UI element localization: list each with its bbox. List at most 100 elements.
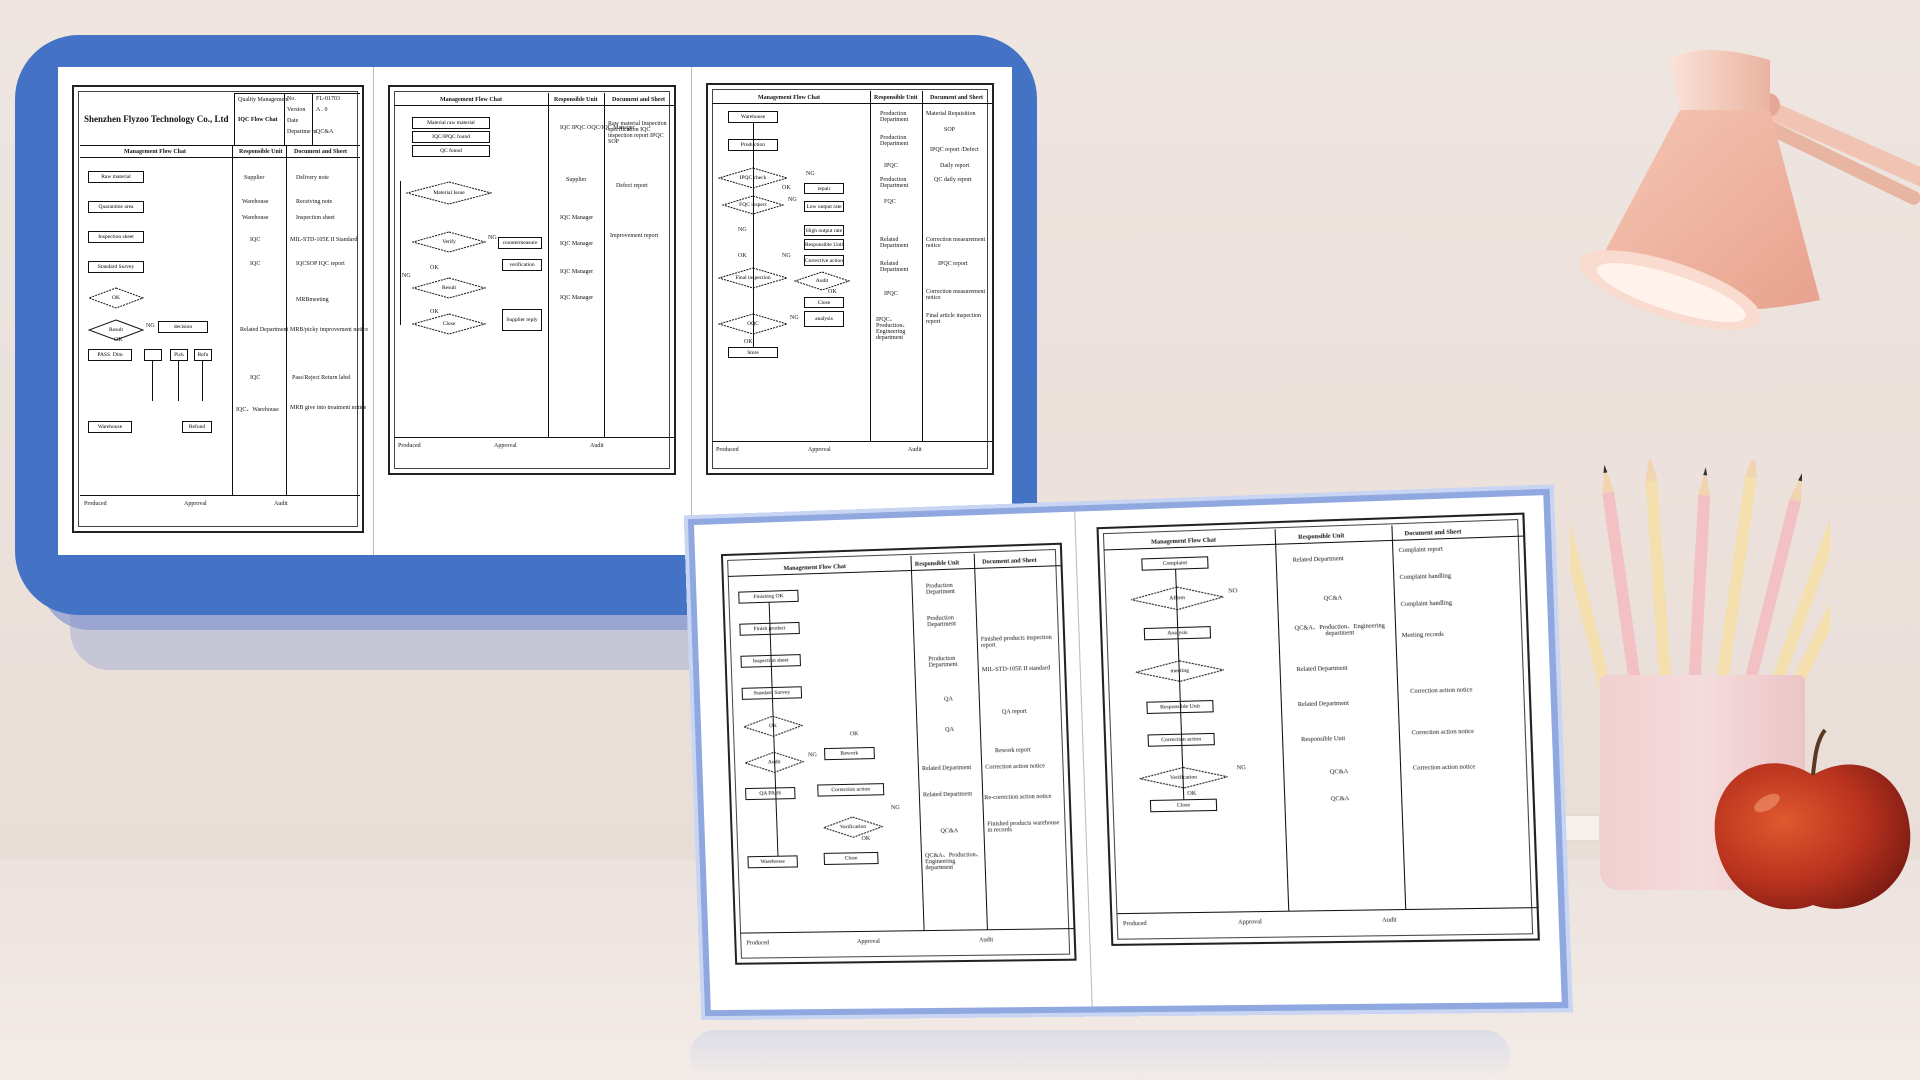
responsible-unit: FQC [884,199,896,205]
responsible-unit: IQC [250,237,261,243]
flow-label: OK [828,289,837,295]
flow-box: Supplier reply [502,309,542,331]
flow-box: Material raw material [412,117,490,129]
frame-reflection [690,1030,1510,1080]
footer-label: Produced [716,447,739,453]
meta-key: Version [287,107,306,113]
flow-label: NG [738,227,747,233]
responsible-unit: Responsible Unit [1301,736,1346,744]
flow-box: Inspection sheet [88,231,144,243]
flow-box: Responsible Unit [804,239,844,250]
flow-box: Close [804,297,844,308]
responsible-unit: Production Department [928,655,958,669]
document-sheet: Rework report [994,747,1031,755]
flow-label: NG [402,273,411,279]
flow-box: analysis [804,311,844,327]
column-header: Responsible Unit [239,149,283,155]
footer-label: Audit [590,443,604,449]
meta-value: A . 0 [316,107,328,113]
flow-box: Refund [182,421,212,433]
responsible-unit: Related Department [921,765,972,773]
flow-box: Warehouse [728,111,778,123]
responsible-unit: Related Department [240,327,289,333]
document-sheet: Receiving note [296,199,333,205]
flow-label: NG [790,315,799,321]
flow-label: OK [114,337,123,343]
flow-label: NG [806,171,815,177]
complaint-flow-document: Management Flow Chat Responsible Unit Do… [1096,512,1540,946]
document-sheet: MIL-STD-105E II Standard [290,237,358,243]
document-sheet: Daily report [940,163,970,169]
responsible-unit: Warehouse [242,199,269,205]
material-issue-document: Management Flow Chat Responsible Unit Do… [388,85,676,475]
meta-value: QC&A [316,129,334,135]
responsible-unit: QC&A、Production、Engineering department [924,852,983,872]
flow-box: repair [804,183,844,194]
desk-lamp-illustration [1579,50,1920,330]
flow-box: High output rate [804,225,844,236]
meta-value: FL-01703 [316,96,340,102]
document-sheet: MRBmeeting [296,297,329,303]
footer-label: Approval [1237,919,1263,926]
flow-decision: Material Issue [406,181,492,205]
document-sheet: Meeting records [1401,631,1444,640]
responsible-unit: Supplier [566,177,587,183]
document-sheet: Finished products warehouse in records [987,820,1060,834]
flow-label: NG [1236,765,1246,772]
flow-box: Pick [170,349,188,361]
footer-label: Produced [84,501,107,507]
column-header: Management Flow Chat [124,149,186,155]
responsible-unit: IQC [250,375,261,381]
footer-label: Produced [398,443,421,449]
flow-box: Close [1149,798,1218,813]
flow-box: Raw material [88,171,144,183]
page-production-flow: Management Flow Chat Responsible Unit Do… [692,67,1012,555]
footer-label: Audit [1381,917,1397,924]
flow-label: NO [1228,588,1238,595]
footer-label: Audit [274,501,288,507]
flow-label: NG [808,752,817,759]
flow-box: Quarantine area [88,201,144,213]
meta-key: Departme nt [287,129,317,135]
footer-label: Produced [746,940,770,947]
flow-label: NG [788,197,797,203]
document-sheet: Inspection sheet [296,215,335,221]
flow-box: Corrective action [804,255,844,266]
responsible-unit: IQC Manager [560,269,594,275]
document-sheet: SOP [944,127,956,133]
document-sheet: Correction measurement notice [926,289,986,301]
footer-label: Audit [979,937,994,944]
document-sheet: Final article inspection report [926,313,981,325]
flow-decision: Result [412,277,486,299]
responsible-unit: QA [945,726,955,734]
flow-decision: Verify [412,231,486,253]
footer-label: Approval [494,443,517,449]
flow-box: countermeasure [498,237,542,249]
flow-decision: Verification [822,815,883,838]
responsible-unit: Production Department [880,135,909,147]
flow-box: Warehouse [747,855,798,869]
flow-box: Low output rate [804,201,844,212]
flow-label: OK [744,339,753,345]
flow-box [144,349,162,361]
document-sheet: Material Requisition [926,111,976,117]
flow-decision: Result [88,319,144,341]
flow-label: NG [890,805,900,812]
footer-label: Approval [856,938,881,946]
flow-label: OK [849,731,859,738]
document-sheet: IQCSOP IQC report [296,261,345,267]
document-sheet: Defect report [616,183,648,189]
responsible-unit: Supplier [244,175,265,181]
footer-label: Approval [184,501,207,507]
responsible-unit: IQC Manager [560,215,594,221]
document-sheet: Correction action notice [1412,764,1476,772]
responsible-unit: Related Department [880,261,909,273]
flow-box: QC found [412,145,490,157]
finished-products-document: Management Flow Chat Responsible Unit Do… [720,542,1077,965]
flow-label: NG [782,253,791,259]
responsible-unit: IPQC、Production、Engineering department [876,317,909,341]
responsible-unit: Related Department [880,237,909,249]
pencils-illustration [1570,460,1830,700]
responsible-unit: IPQC [884,291,898,297]
document-sheet: Delivery note [296,175,329,181]
